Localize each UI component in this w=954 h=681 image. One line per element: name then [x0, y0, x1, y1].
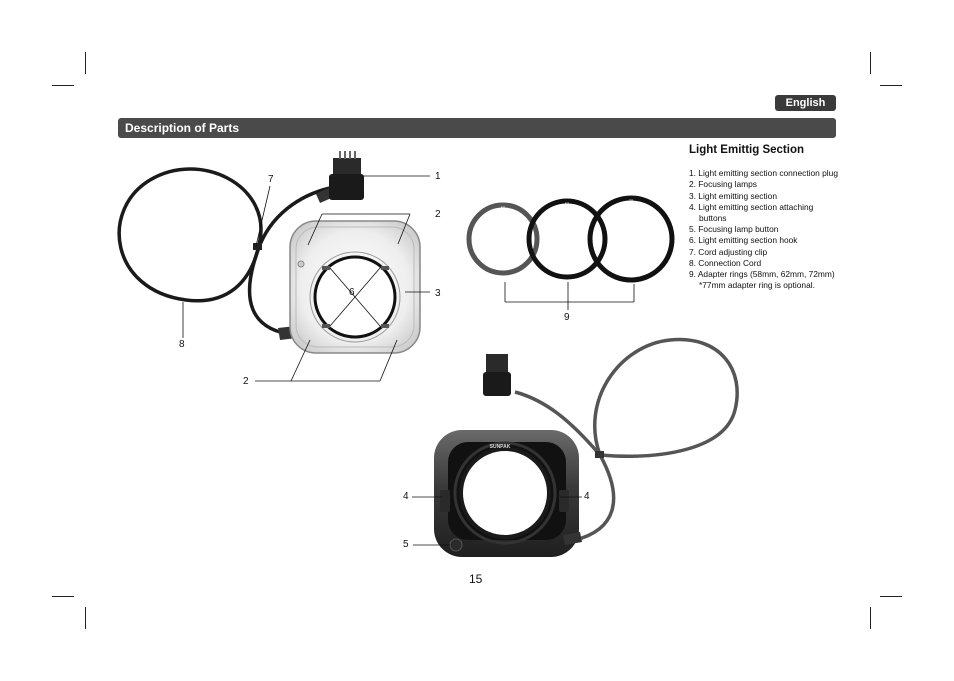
- callout-2: 2: [435, 209, 441, 220]
- crop-mark: [870, 52, 871, 74]
- callout-7: 7: [268, 174, 274, 185]
- callout-5: 5: [403, 539, 409, 550]
- parts-list: 1. Light emitting section connection plu…: [689, 168, 839, 280]
- callout-4-left: 4: [403, 491, 409, 502]
- callout-4-right: 4: [584, 491, 590, 502]
- ring-mark-58: 58: [501, 205, 506, 210]
- ring-mark-62: 62: [565, 201, 570, 206]
- ring-leader-lines: [504, 282, 635, 310]
- parts-list-item: 8. Connection Cord: [689, 257, 762, 268]
- crop-mark: [52, 596, 74, 597]
- brand-mark: SUNPAK: [490, 444, 511, 450]
- rear-light-emitting-section: SUNPAK: [434, 430, 582, 557]
- crop-mark: [85, 607, 86, 629]
- parts-list-item: 3. Light emitting section: [689, 190, 777, 201]
- crop-mark: [880, 85, 902, 86]
- parts-list-item: 6. Light emitting section hook: [689, 235, 798, 246]
- connection-cord-loop: [117, 167, 263, 303]
- ring-mark-72: 72: [629, 198, 634, 203]
- callout-1: 1: [435, 171, 441, 182]
- language-badge: English: [775, 95, 836, 111]
- parts-note: *77mm adapter ring is optional.: [699, 280, 815, 291]
- rear-connection-plug: [483, 354, 511, 396]
- parts-heading: Light Emittig Section: [689, 144, 804, 156]
- parts-list-item: 7. Cord adjusting clip: [689, 246, 768, 257]
- rear-connection-cord-plug: [514, 390, 602, 457]
- callout-6: 6: [349, 287, 355, 298]
- parts-list-item: 9. Adapter rings (58mm, 62mm, 72mm): [689, 269, 835, 280]
- callout-3: 3: [435, 288, 441, 299]
- parts-list-item: 1. Light emitting section connection plu…: [689, 168, 838, 178]
- crop-mark: [85, 52, 86, 74]
- connection-cord: [247, 249, 296, 337]
- rear-cord-adjusting-clip: [595, 451, 604, 458]
- parts-list-item: 4. Light emitting section attaching butt…: [689, 201, 814, 223]
- page-number: 15: [469, 572, 483, 586]
- parts-list-item: 2. Focusing lamps: [689, 179, 757, 190]
- crop-mark: [880, 596, 902, 597]
- cord-adjusting-clip: [253, 243, 262, 250]
- rear-connection-cord-loop: [593, 337, 739, 458]
- callout-2-lower: 2: [243, 376, 249, 387]
- section-header-bar: Description of Parts: [118, 118, 836, 138]
- parts-panel: Light Emittig Section 1. Light emitting …: [689, 144, 839, 291]
- section-title: Description of Parts: [125, 121, 240, 135]
- callout-8: 8: [179, 339, 185, 350]
- rear-connection-cord: [574, 454, 616, 542]
- callout-9: 9: [564, 312, 570, 323]
- crop-mark: [52, 85, 74, 86]
- parts-list-item: 5. Focusing lamp button: [689, 223, 779, 234]
- bottom-leader-lines: [412, 496, 582, 546]
- top-leader-lines: [182, 175, 430, 382]
- connection-plug: [329, 151, 364, 200]
- adapter-rings: 58 62 72: [466, 195, 675, 283]
- connection-cord-upper: [256, 186, 331, 251]
- crop-mark: [870, 607, 871, 629]
